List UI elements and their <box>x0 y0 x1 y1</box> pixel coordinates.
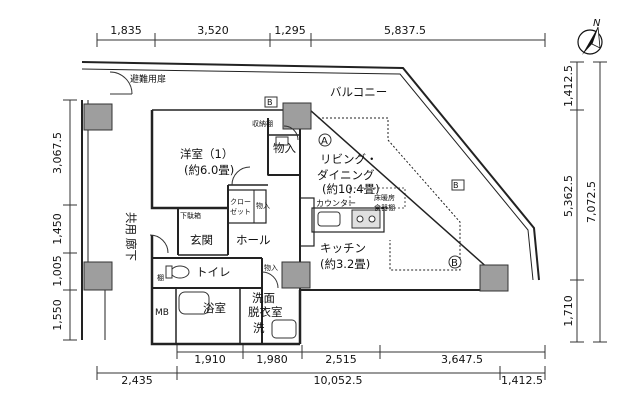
dim-right-3: 7,072.5 <box>585 181 598 223</box>
dim-right-2: 5,362.5 <box>562 175 575 217</box>
label-living-size: (約10.4畳) <box>322 182 380 196</box>
label-storage-toilet: 物入 <box>264 263 278 272</box>
label-living-2: ダイニング <box>317 168 375 182</box>
dim-top-3: 1,295 <box>274 24 306 37</box>
label-washroom-1: 洗面 <box>252 291 275 305</box>
dim-right-4: 1,710 <box>562 295 575 327</box>
label-kitchen-size: (約3.2畳) <box>320 257 370 271</box>
dim-bottom-4: 3,647.5 <box>441 353 483 366</box>
dim-bottom-1: 1,910 <box>194 353 226 366</box>
dim-bottom-5: 2,435 <box>121 374 153 387</box>
label-shelf: 棚 <box>157 273 164 282</box>
dim-bottom-3: 2,515 <box>325 353 357 366</box>
label-balcony: バルコニー <box>330 85 387 99</box>
bathtub-icon <box>178 291 210 315</box>
label-beam-b1: B <box>267 98 273 107</box>
pillars <box>83 102 509 292</box>
dim-bottom-6: 10,052.5 <box>314 374 363 387</box>
label-western-room: 洋室（1） <box>180 147 233 161</box>
label-closet-2: ゼット <box>230 207 251 216</box>
sink-icon <box>317 211 341 227</box>
label-closet-upper: 収納棚 <box>252 119 273 128</box>
toilet-icon <box>170 265 190 279</box>
label-western-room-size: (約6.0畳) <box>184 163 234 177</box>
label-living: リビング・ <box>320 152 378 166</box>
label-storage: 物入 <box>273 141 296 155</box>
dimension-lines <box>63 33 607 380</box>
label-storage-small: 物入 <box>256 201 270 210</box>
dimension-labels: 1,835 3,520 1,295 5,837.5 3,067.5 1,450 … <box>51 24 598 387</box>
label-common-corridor-2: 廊下 <box>124 238 138 261</box>
fixtures <box>165 96 465 339</box>
marker-b: B <box>451 258 458 269</box>
label-common-corridor-1: 共用 <box>124 212 138 235</box>
dim-top-2: 3,520 <box>197 24 229 37</box>
dim-left-1: 3,067.5 <box>51 132 64 174</box>
dim-bottom-2: 1,980 <box>256 353 288 366</box>
marker-a: A <box>321 136 328 147</box>
label-washroom-2: 脱衣室 <box>248 305 283 319</box>
label-meter-box: MB <box>155 308 169 318</box>
label-shoe-box: 下駄箱 <box>180 211 201 220</box>
label-closet-1: クロー <box>230 198 251 206</box>
north-arrow-icon: N <box>577 18 603 55</box>
stove-icon <box>351 209 381 229</box>
dim-right-1: 1,412.5 <box>562 65 575 107</box>
dim-left-4: 1,550 <box>51 299 64 331</box>
label-hall: ホール <box>236 233 271 247</box>
dim-bottom-7: 1,412.5 <box>501 374 543 387</box>
label-toilet: トイレ <box>196 265 231 279</box>
dim-top-4: 5,837.5 <box>384 24 426 37</box>
dim-left-2: 1,450 <box>51 213 64 245</box>
room-labels: 避難用扉 バルコニー B B 洋室（1） (約6.0畳) 物入 収納棚 A リビ… <box>124 73 462 335</box>
dim-left-3: 1,005 <box>51 255 64 287</box>
label-counter: カウンター <box>316 199 356 208</box>
label-washer: 洗 <box>253 321 265 335</box>
label-floor-heating: 床暖房 <box>374 193 395 202</box>
north-label: N <box>593 18 601 29</box>
label-beam-b2: B <box>453 181 459 190</box>
dim-top-1: 1,835 <box>110 24 142 37</box>
label-entrance: 玄関 <box>190 233 213 247</box>
label-bathroom: 浴室 <box>203 301 226 315</box>
doors <box>109 71 299 289</box>
label-kitchen: キッチン <box>320 241 366 255</box>
washbasin-icon <box>271 319 297 339</box>
label-evac-hatch: 避難用扉 <box>130 73 166 85</box>
label-cupboard: 食器棚 <box>374 203 395 212</box>
